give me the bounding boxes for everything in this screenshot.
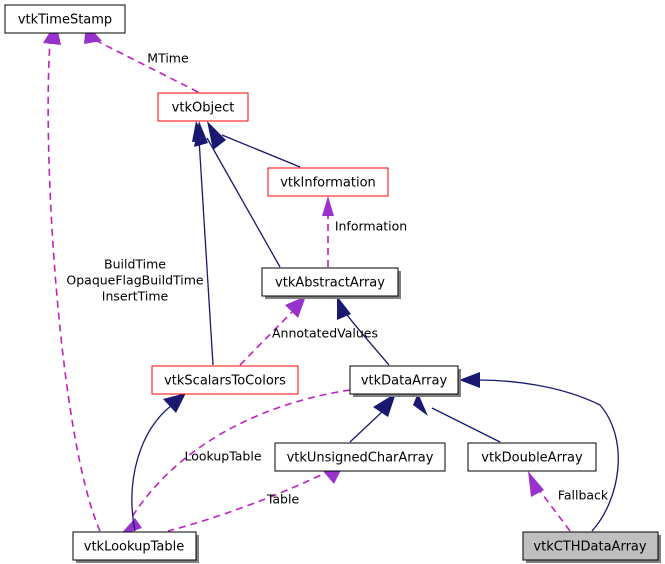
node-label-vtkobject: vtkObject	[172, 101, 235, 116]
edge-vtkdataarray-to-vtkabstractarray	[337, 296, 390, 366]
edge-label-inserttime: InsertTime	[102, 289, 169, 304]
edge-label-opaqueflagbuildtime: OpaqueFlagBuildTime	[66, 273, 204, 288]
edge-vtkdoublearray-to-vtkdataarray	[413, 393, 501, 443]
edge-vtkinformation-to-vtkobject	[207, 121, 301, 168]
edge-label-table: Table	[266, 492, 300, 507]
nodes: vtkTimeStamp vtkObject vtkInformation vt…	[4, 4, 661, 563]
node-vtktimestamp[interactable]: vtkTimeStamp	[4, 4, 126, 34]
edge-label-annotatedvalues: AnnotatedValues	[272, 326, 378, 341]
edge-vtkunsignedchararray-to-vtkdataarray	[349, 393, 396, 443]
node-label-vtktimestamp: vtkTimeStamp	[18, 13, 112, 28]
edge-label-information: Information	[335, 219, 407, 234]
node-label-vtkabstractarray: vtkAbstractArray	[275, 276, 385, 291]
edge-label-buildtime: BuildTime	[104, 257, 166, 272]
node-label-vtkscalarstocolors: vtkScalarsToColors	[164, 374, 286, 389]
node-vtkunsignedchararray[interactable]: vtkUnsignedCharArray	[274, 442, 446, 472]
edge-vtkcthdataarray-to-vtkdataarray	[459, 372, 619, 532]
node-label-vtkinformation: vtkInformation	[280, 176, 376, 191]
edge-vtklookuptable-to-vtkscalarstocolors	[131, 393, 186, 532]
edge-label-fallback: Fallback	[558, 488, 609, 503]
edge-label-mtime: MTime	[147, 51, 189, 66]
node-vtkobject[interactable]: vtkObject	[157, 92, 249, 122]
node-label-vtkdataarray: vtkDataArray	[361, 374, 448, 389]
node-vtkcthdataarray[interactable]: vtkCTHDataArray	[522, 531, 661, 563]
usage-edges: vtkTimeStamp : MTime --> vtkTimeStamp : …	[43, 22, 571, 536]
edge-vtkscalarstocolors-to-vtkobject	[192, 121, 214, 366]
node-label-vtkdoublearray: vtkDoubleArray	[481, 451, 583, 466]
edge-labels: MTime Information AnnotatedValues Lookup…	[66, 51, 609, 507]
edge-vtkunsignedchararray-to-vtklookuptable	[167, 464, 344, 532]
node-vtkscalarstocolors[interactable]: vtkScalarsToColors	[151, 365, 299, 395]
edge-vtkscalarstocolors-to-vtkabstractarray	[239, 296, 306, 366]
node-vtklookuptable[interactable]: vtkLookupTable	[72, 531, 199, 563]
node-vtkdataarray[interactable]: vtkDataArray	[349, 365, 461, 397]
node-label-vtklookuptable: vtkLookupTable	[84, 540, 184, 555]
inheritance-edges: vtkObject --> vtkObject --> vtkObject (l…	[131, 121, 619, 532]
node-label-vtkunsignedchararray: vtkUnsignedCharArray	[287, 451, 434, 466]
node-vtkinformation[interactable]: vtkInformation	[267, 167, 389, 197]
edge-vtkcthdataarray-to-vtkdoublearray	[528, 471, 571, 532]
edge-vtkabstractarray-to-vtkobject	[194, 121, 281, 268]
edge-vtkabstractarray-to-vtkinformation	[322, 196, 334, 267]
edge-label-lookuptable: LookupTable	[184, 449, 261, 464]
node-vtkdoublearray[interactable]: vtkDoubleArray	[467, 442, 597, 472]
node-label-vtkcthdataarray: vtkCTHDataArray	[533, 540, 646, 555]
node-vtkabstractarray[interactable]: vtkAbstractArray	[261, 267, 401, 299]
